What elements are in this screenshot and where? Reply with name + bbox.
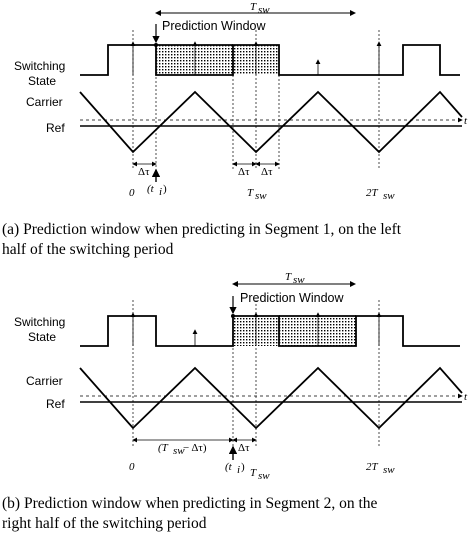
svg-text:i: i [159, 186, 162, 198]
caption-b-line2: right half of the switching period [2, 515, 207, 532]
carrier-label-a: Carrier [26, 95, 63, 109]
svg-text:sw: sw [293, 274, 305, 286]
delta-tau-label-a: Δτ [138, 166, 150, 178]
svg-text:i: i [237, 464, 240, 476]
tick-tsw-b: T [250, 467, 257, 479]
period-span-a: T sw [155, 1, 356, 16]
carrier-waveform-b [79, 366, 463, 430]
svg-text:): ) [241, 461, 245, 473]
t-i-label-a: (t [147, 183, 155, 195]
svg-text:t: t [464, 115, 468, 127]
prediction-window-label-b: Prediction Window [240, 291, 344, 305]
carrier-label-b: Carrier [26, 374, 63, 388]
caption-b-line1: (b) Prediction window when predicting in… [2, 495, 377, 512]
t-i-label-b: (t [225, 461, 233, 473]
caption-a-line1: (a) Prediction window when predicting in… [2, 221, 402, 238]
prediction-window-region-b [233, 316, 356, 346]
svg-text:t: t [464, 391, 468, 403]
delta-tau-label-b: Δτ [238, 442, 250, 454]
ref-label-b: Ref [46, 397, 65, 411]
period-span-b: T sw [232, 271, 356, 287]
panel-b: T sw Prediction Window Switching State C… [2, 271, 468, 532]
svg-text:sw: sw [173, 445, 185, 457]
tick-0-a: 0 [129, 187, 135, 199]
period-label-b: T [285, 271, 292, 283]
svg-text:sw: sw [383, 190, 395, 202]
svg-text:sw: sw [255, 190, 267, 202]
svg-text:State: State [28, 74, 56, 88]
svg-text:Δτ: Δτ [238, 166, 250, 178]
carrier-waveform-a [79, 90, 463, 154]
svg-text:sw: sw [383, 464, 395, 476]
panel-a: T sw Prediction Window Switching State C… [2, 1, 468, 258]
tick-tsw-a: T [247, 187, 254, 199]
caption-a-line2: half of the switching period [2, 241, 174, 258]
tick-2tsw-a: 2T [366, 187, 379, 199]
prediction-window-label-a: Prediction Window [162, 19, 266, 33]
period-label-a: T [250, 1, 257, 13]
svg-text:sw: sw [258, 470, 270, 482]
svg-text:sw: sw [258, 4, 270, 16]
tsw-minus-dtau-label-b: (T [158, 442, 169, 454]
svg-text:): ) [163, 183, 167, 195]
svg-text:− Δτ): − Δτ) [183, 442, 207, 454]
svg-text:Δτ: Δτ [261, 166, 273, 178]
tick-0-b: 0 [129, 461, 135, 473]
switching-state-label-b: Switching [14, 315, 65, 329]
prediction-window-region-a [156, 45, 279, 75]
switching-state-label-a: Switching [14, 59, 65, 73]
svg-text:State: State [28, 330, 56, 344]
ref-label-a: Ref [46, 121, 65, 135]
tick-2tsw-b: 2T [366, 461, 379, 473]
